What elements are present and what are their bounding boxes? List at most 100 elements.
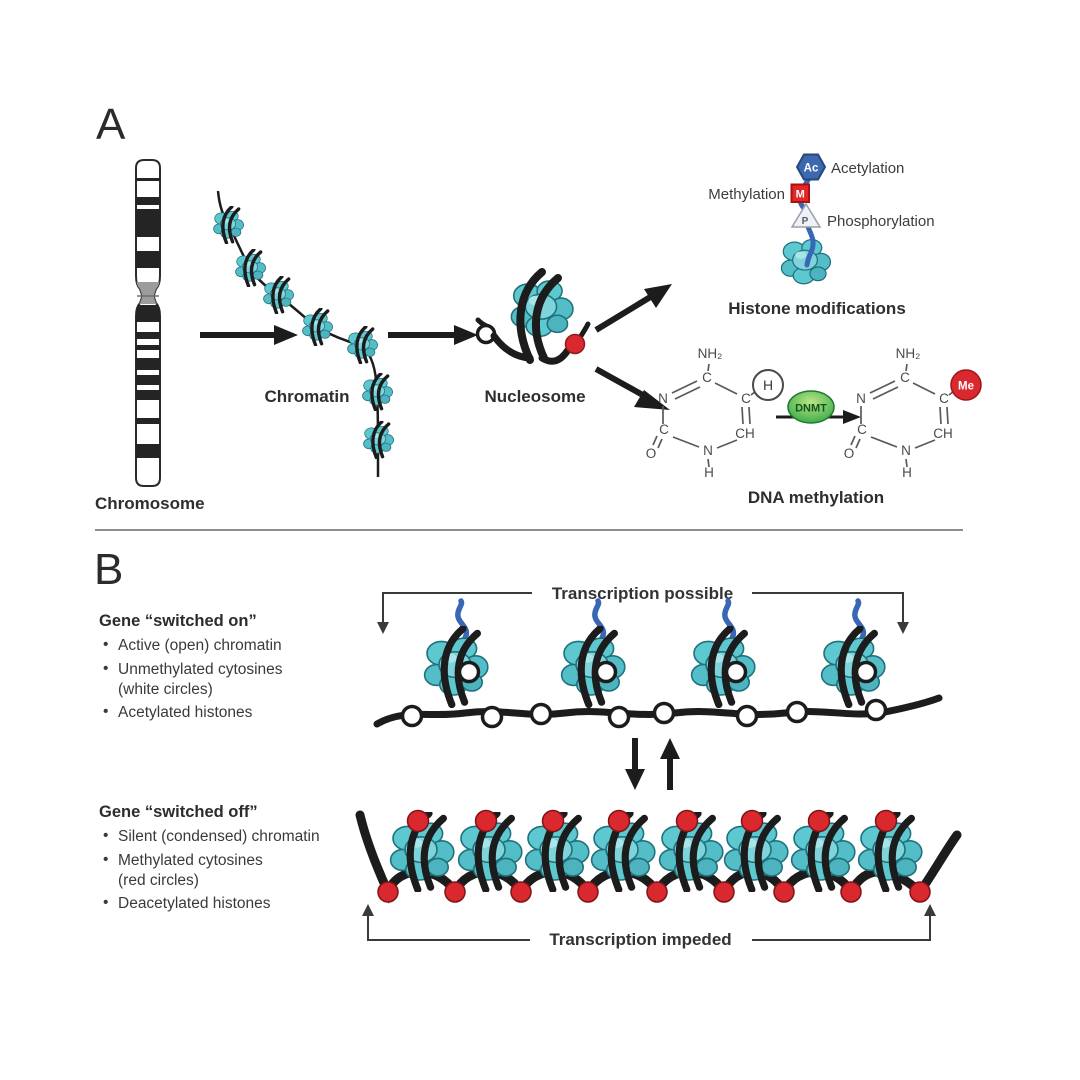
cytosine-methylated-figure: NH₂ C N C C CH N H O Me — [844, 346, 982, 480]
unmethylated-cytosine-icon — [607, 705, 631, 729]
chromatin-figure — [198, 190, 398, 477]
methylation-symbol: M — [796, 189, 805, 201]
section-divider — [95, 529, 963, 531]
atom-c: C — [939, 391, 949, 406]
methylated-cytosine-icon — [909, 881, 931, 903]
atom-h: H — [704, 465, 714, 480]
methylated-cytosine-icon — [675, 809, 699, 833]
atom-c: C — [702, 370, 712, 385]
atom-n: N — [856, 391, 866, 406]
gene-off-block: Gene “switched off” Silent (condensed) c… — [99, 803, 367, 918]
atom-amine: NH₂ — [896, 346, 921, 361]
chromatin-bead — [214, 207, 244, 243]
methylation-label: Methylation — [708, 186, 785, 203]
atom-c: C — [659, 422, 669, 437]
methylated-cytosine-icon — [577, 881, 599, 903]
methylated-cytosine-icon — [807, 809, 831, 833]
unmethylated-cytosine-icon — [457, 660, 481, 684]
unmethylated-cytosine-icon — [652, 701, 676, 725]
methylated-cytosine-icon — [840, 881, 862, 903]
cytosine-unmethylated-figure: NH₂ C N C C CH N H O H — [646, 346, 784, 480]
bullet-item: Active (open) chromatin — [99, 635, 367, 656]
methylated-cytosine-icon — [773, 881, 795, 903]
transcription-impeded-caption: Transcription impeded — [549, 930, 732, 949]
unmethylated-cytosine-icon — [785, 700, 809, 724]
nucleosome-figure — [475, 268, 591, 365]
methylated-cytosines — [377, 881, 931, 903]
unmethylated-cytosine-icon — [864, 698, 888, 722]
gene-on-title: Gene “switched on” — [99, 612, 257, 630]
methyl-circle-label: Me — [958, 381, 974, 393]
methylated-cytosine-icon — [474, 809, 498, 833]
dnmt-enzyme-label: DNMT — [795, 403, 827, 415]
transcription-possible-caption: Transcription possible — [551, 584, 734, 603]
atom-amine: NH₂ — [698, 346, 723, 361]
atom-ch: CH — [933, 426, 953, 441]
atom-c: C — [741, 391, 751, 406]
acetylation-symbol: Ac — [804, 163, 819, 175]
methylated-cytosine-icon — [564, 333, 586, 355]
unmethylated-cytosine-icon — [854, 660, 878, 684]
chromatin-bead — [264, 277, 294, 313]
methylated-cytosine-icon — [607, 809, 631, 833]
methylated-cytosine-icon — [740, 809, 764, 833]
panel-a-label: A — [96, 100, 126, 149]
phosphorylation-symbol: P — [802, 216, 809, 227]
atom-n: N — [703, 443, 713, 458]
down-arrow-icon — [625, 769, 645, 790]
bullet-item: Acetylated histones — [99, 702, 367, 723]
up-arrow-icon — [660, 738, 680, 759]
hydrogen-circle-label: H — [763, 377, 773, 393]
acetylation-label: Acetylation — [831, 160, 905, 177]
methylated-cytosine-icon — [377, 881, 399, 903]
phosphorylation-label: Phosphorylation — [827, 213, 935, 230]
chromatin-beads — [214, 207, 394, 458]
bullet-item: Silent (condensed) chromatin — [99, 826, 367, 847]
phosphorylation-badge-icon — [790, 202, 822, 228]
methylated-cytosine-icon — [510, 881, 532, 903]
condensed-chromatin-figure — [355, 809, 962, 904]
dnmt-figure: DNMT — [776, 390, 861, 424]
methyl-circle-icon — [950, 369, 982, 401]
unmethylated-cytosine-icon — [400, 704, 424, 728]
chromatin-label: Chromatin — [264, 387, 350, 406]
unmethylated-cytosines — [400, 698, 888, 729]
methylated-cytosine-icon — [874, 809, 898, 833]
unmethylated-cytosine-icon — [735, 704, 759, 728]
dnmt-arrowhead-icon — [843, 410, 861, 424]
chromosome-label: Chromosome — [95, 494, 205, 513]
gene-on-block: Gene “switched on” Active (open) chromat… — [99, 612, 367, 727]
open-nucleosomes — [425, 598, 885, 705]
unmethylated-cytosine-icon — [594, 660, 618, 684]
chromosome-ideogram — [135, 159, 161, 487]
atom-c: C — [900, 370, 910, 385]
bullet-item: Deacetylated histones — [99, 893, 367, 914]
atom-h: H — [902, 465, 912, 480]
atom-ch: CH — [735, 426, 755, 441]
bullet-item: Unmethylated cytosines (white circles) — [99, 659, 367, 700]
panel-b-label: B — [94, 545, 124, 594]
gene-off-bullets: Silent (condensed) chromatin Methylated … — [99, 826, 367, 914]
dna-methylation-title: DNA methylation — [747, 488, 885, 507]
histone-modifications-title: Histone modifications — [728, 299, 906, 318]
chromatin-bead — [348, 327, 378, 363]
atom-o: O — [844, 446, 855, 461]
gene-on-bullets: Active (open) chromatin Unmethylated cyt… — [99, 635, 367, 723]
atom-n: N — [901, 443, 911, 458]
chromatin-bead — [363, 374, 393, 410]
chromatin-bead — [303, 309, 333, 345]
gene-off-title: Gene “switched off” — [99, 803, 258, 821]
unmethylated-cytosine-icon — [480, 705, 504, 729]
acetylation-badge-icon — [795, 153, 827, 181]
methylated-cytosine-icon — [406, 809, 430, 833]
hydrogen-circle-icon — [752, 369, 784, 401]
methylation-badge-icon — [790, 183, 810, 203]
histone-modifications-figure: Ac M P — [760, 153, 852, 301]
methylated-cytosine-icon — [713, 881, 735, 903]
unmethylated-cytosine-icon — [529, 702, 553, 726]
dnmt-enzyme-icon — [787, 390, 835, 424]
atom-o: O — [646, 446, 657, 461]
methylated-cytosine-icon — [541, 809, 565, 833]
atom-n: N — [658, 391, 668, 406]
